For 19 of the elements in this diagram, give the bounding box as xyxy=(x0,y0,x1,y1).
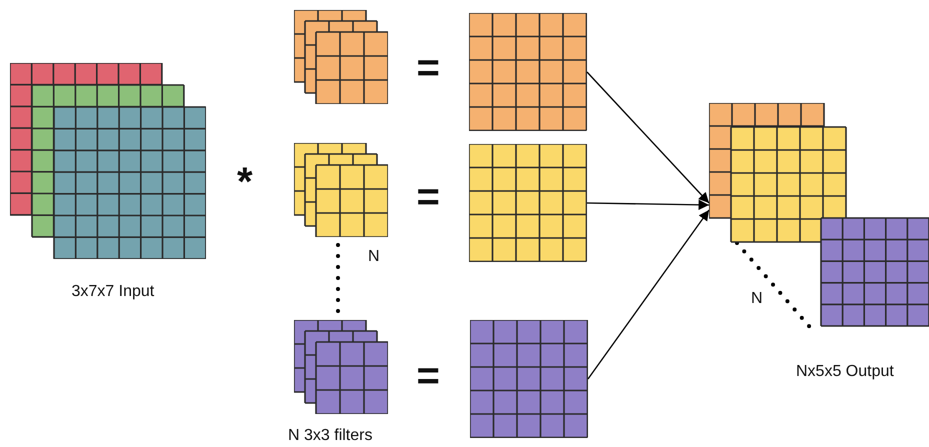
arrow xyxy=(586,200,710,210)
feature-map-drawing xyxy=(469,144,587,262)
convolution-operator: * xyxy=(237,162,253,202)
equals-sign: = xyxy=(416,177,440,217)
input-volume-drawing xyxy=(10,63,206,259)
filter-stack-drawing xyxy=(294,10,388,104)
filter-stack-drawing xyxy=(294,320,388,414)
feature-map-drawing xyxy=(469,13,587,131)
equals-sign: = xyxy=(416,48,440,88)
filters-caption: N 3x3 filters xyxy=(288,428,372,444)
arrow xyxy=(587,210,710,380)
arrow xyxy=(586,72,710,204)
count-label: N xyxy=(751,291,763,307)
count-label: N xyxy=(368,249,380,265)
caption-text: 3x7x7 Input xyxy=(72,284,154,300)
caption-text: Nx5x5 Output xyxy=(796,364,894,380)
filter-stack-drawing xyxy=(294,143,388,237)
equals-sign: = xyxy=(416,356,440,396)
feature-map-drawing xyxy=(470,320,588,438)
